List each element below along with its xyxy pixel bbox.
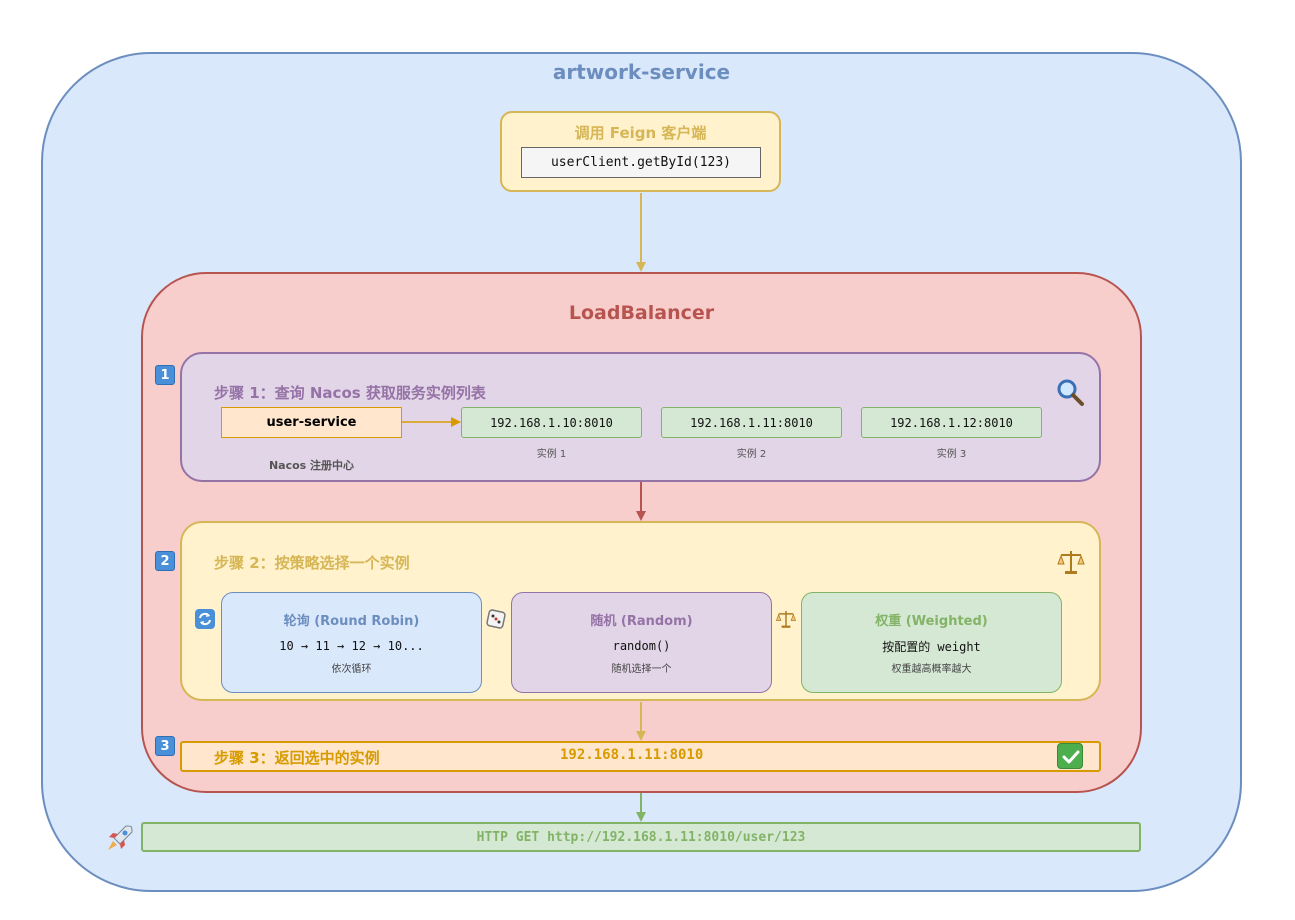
- step3-selected-instance: 192.168.1.11:8010: [560, 747, 704, 763]
- instance-3-label: 实例 3: [936, 448, 967, 460]
- instance-1-box: 192.168.1.10:8010: [461, 407, 642, 438]
- http-request-box: HTTP GET http://192.168.1.11:8010/user/1…: [141, 822, 1141, 852]
- step1-title: 步骤 1：查询 Nacos 获取服务实例列表: [214, 384, 486, 402]
- step2-badge: 2: [155, 551, 175, 571]
- strategy-round-robin-code: 10 → 11 → 12 → 10...: [279, 639, 424, 653]
- artwork-service-title: artwork-service: [552, 60, 731, 84]
- feign-client-title: 调用 Feign 客户端: [574, 123, 707, 142]
- strategy-random-code: random(): [612, 639, 671, 653]
- instance-3-box: 192.168.1.12:8010: [861, 407, 1042, 438]
- strategy-weighted-desc: 权重越高概率越大: [891, 663, 972, 675]
- magnifier-icon: [1055, 377, 1085, 411]
- load-balancer-title: LoadBalancer: [568, 302, 715, 324]
- user-service-box: user-service: [221, 407, 402, 438]
- check-icon: [1057, 743, 1083, 769]
- nacos-registry-label: Nacos 注册中心: [268, 459, 355, 472]
- strategy-weighted-title: 权重 (Weighted): [875, 613, 988, 629]
- step2-title: 步骤 2：按策略选择一个实例: [214, 554, 410, 572]
- feign-client-code: userClient.getById(123): [521, 147, 761, 178]
- strategy-random-title: 随机 (Random): [590, 613, 693, 629]
- strategy-round-robin-title: 轮询 (Round Robin): [283, 613, 420, 629]
- step3-badge: 3: [155, 736, 175, 756]
- step1-badge: 1: [155, 365, 175, 385]
- step3-box: [180, 741, 1101, 772]
- strategy-random: 随机 (Random) random() 随机选择一个: [511, 592, 772, 693]
- dice-icon: [485, 608, 507, 634]
- strategy-weighted: 权重 (Weighted) 按配置的 weight 权重越高概率越大: [801, 592, 1062, 693]
- scales-icon: [1056, 547, 1086, 581]
- step3-title: 步骤 3：返回选中的实例: [214, 749, 380, 767]
- rocket-icon: [104, 822, 136, 858]
- strategy-round-robin-desc: 依次循环: [331, 663, 372, 675]
- instance-1-label: 实例 1: [536, 448, 567, 460]
- strategy-weighted-code: 按配置的 weight: [882, 639, 981, 654]
- instance-2-box: 192.168.1.11:8010: [661, 407, 842, 438]
- strategy-random-desc: 随机选择一个: [611, 663, 672, 675]
- refresh-icon: [195, 609, 215, 629]
- strategy-round-robin: 轮询 (Round Robin) 10 → 11 → 12 → 10... 依次…: [221, 592, 482, 693]
- instance-2-label: 实例 2: [736, 448, 767, 460]
- scales-icon: [775, 608, 797, 634]
